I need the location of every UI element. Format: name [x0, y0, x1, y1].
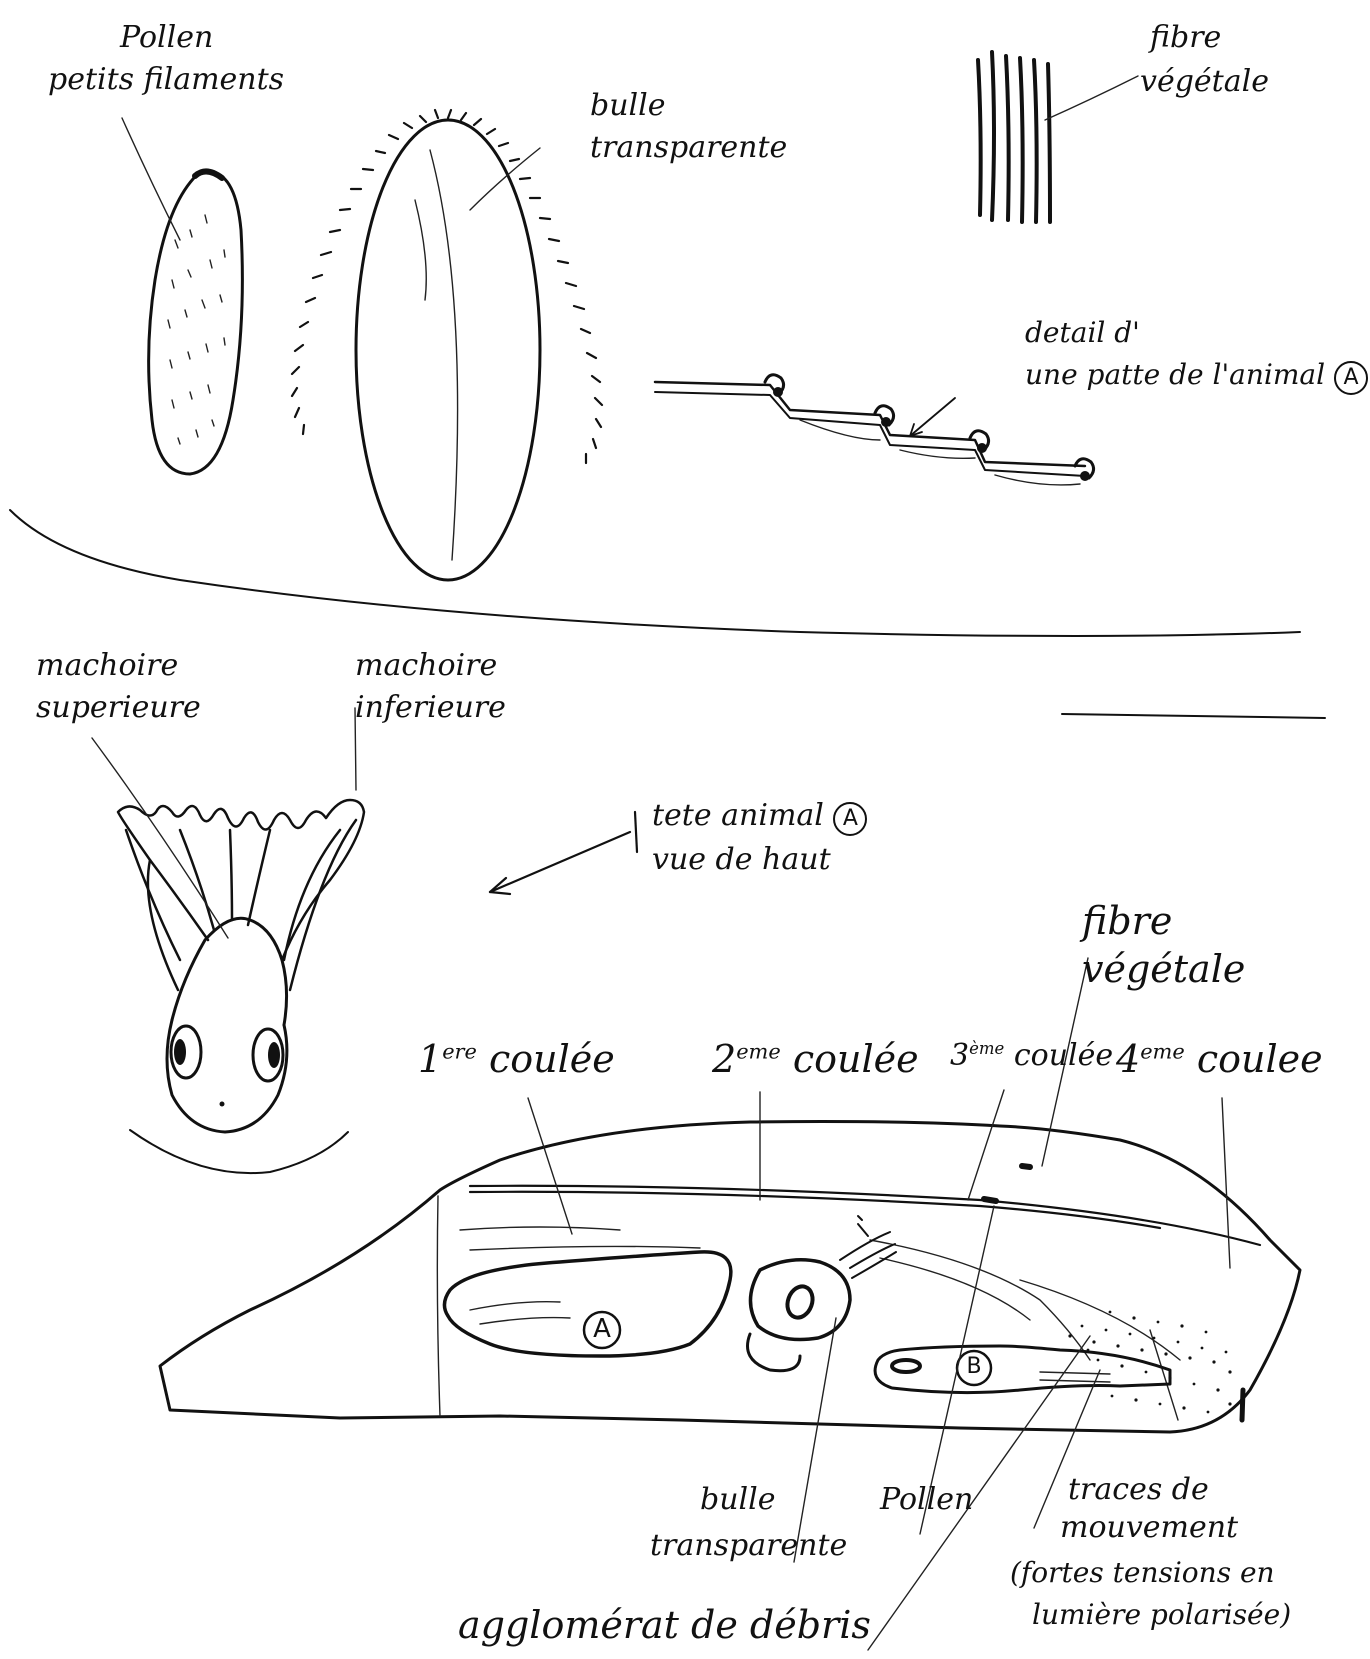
label-fibre-top-1: fibre	[1150, 22, 1221, 54]
animal-head	[118, 800, 364, 1132]
label-fibre-top-2: végétale	[1140, 66, 1269, 98]
label-pollen-bottom: Pollen	[880, 1484, 973, 1516]
coulee-1-leader-line	[528, 1098, 572, 1234]
coulee-1-sup: ere	[442, 1039, 477, 1063]
label-machoire-sup-2: superieure	[36, 692, 201, 724]
coulee-1-num: 1	[418, 1037, 442, 1081]
label-tete-1-text: tete animal	[652, 798, 824, 833]
label-traces-1: traces de	[1068, 1474, 1209, 1506]
plant-fibre-top	[978, 52, 1050, 222]
label-tete-1: tete animal A	[652, 800, 867, 836]
detail-marker-a: A	[1334, 361, 1368, 395]
marker-b-letter: B	[965, 1354, 983, 1379]
label-coulee-2: 2eme coulée	[712, 1040, 919, 1080]
top-panel-frame-curve	[10, 510, 1300, 636]
coulee-4-leader-line	[1222, 1098, 1230, 1268]
label-bulle-top-1: bulle	[590, 90, 665, 122]
label-machoire-inf-1: machoire	[355, 650, 497, 682]
pollen-leader-line	[122, 118, 180, 240]
coulee-3-word: coulée	[1014, 1038, 1113, 1073]
coulee-3-leader-line	[968, 1090, 1004, 1200]
head-arrow	[490, 812, 637, 894]
inclusion-a	[444, 1252, 730, 1356]
right-eye-icon	[253, 1029, 283, 1081]
label-fibre-bottom-2: végétale	[1082, 950, 1245, 990]
label-traces-3: (fortes tensions en	[1010, 1558, 1275, 1587]
coulee-2-sup: eme	[736, 1039, 781, 1063]
leg-detail-arrow	[910, 398, 955, 436]
label-detail-2: une patte de l'animal A	[1025, 360, 1368, 395]
inclusion-bubble	[748, 1216, 897, 1371]
pollen-grain	[149, 170, 243, 474]
label-detail-1: detail d'	[1025, 318, 1140, 347]
separator-line	[1062, 714, 1325, 718]
label-pollen-top: Pollen	[120, 22, 213, 54]
coulee-4-word: coulee	[1197, 1037, 1323, 1081]
mandibles	[118, 800, 364, 990]
coulee-3-sup: ème	[969, 1039, 1004, 1058]
coulee-4-num: 4	[1116, 1037, 1140, 1081]
transparent-bubble	[292, 110, 602, 580]
coulee-2-num: 2	[712, 1037, 736, 1081]
label-bulle-bottom-2: transparente	[650, 1530, 847, 1562]
coulee-3-num: 3	[950, 1038, 969, 1073]
label-traces-4: lumière polarisée)	[1032, 1600, 1291, 1629]
inclusion-b	[875, 1346, 1170, 1393]
label-coulee-4: 4eme coulee	[1116, 1040, 1323, 1080]
label-pollen-sub: petits filaments	[48, 64, 284, 96]
label-bulle-top-2: transparente	[590, 132, 787, 164]
label-bulle-bottom-1: bulle	[700, 1484, 775, 1516]
label-detail-2-text: une patte de l'animal	[1025, 358, 1325, 391]
label-agglomerat: agglomérat de débris	[458, 1606, 871, 1646]
marker-a-letter: A	[592, 1314, 612, 1344]
fibre-top-leader-line	[1045, 76, 1138, 120]
tete-marker-a: A	[833, 802, 867, 836]
coulee-4-sup: eme	[1140, 1039, 1185, 1063]
label-fibre-bottom-1: fibre	[1082, 902, 1172, 942]
label-tete-2: vue de haut	[652, 844, 831, 876]
label-coulee-1: 1ere coulée	[418, 1040, 615, 1080]
label-machoire-inf-2: inferieure	[355, 692, 506, 724]
label-traces-2: mouvement	[1060, 1512, 1238, 1544]
coulee-1-word: coulée	[489, 1037, 615, 1081]
left-eye-icon	[171, 1026, 201, 1078]
label-machoire-sup-1: machoire	[36, 650, 178, 682]
label-coulee-3: 3ème coulée	[950, 1040, 1113, 1072]
lower-panel-frame-curve	[130, 1130, 348, 1173]
coulee-2-word: coulée	[793, 1037, 919, 1081]
